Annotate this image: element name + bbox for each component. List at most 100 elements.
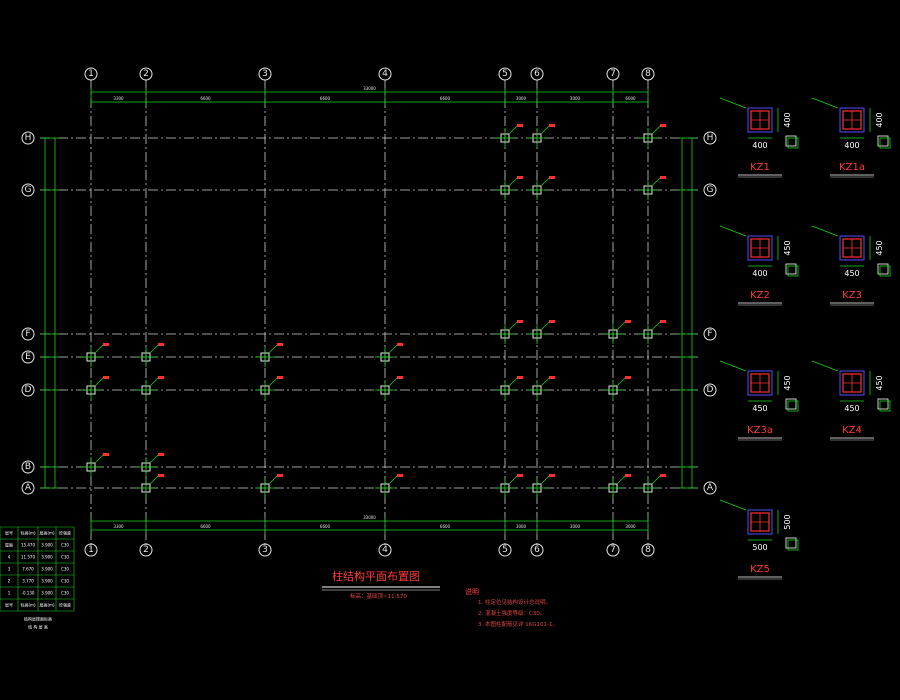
column-20 (603, 376, 631, 400)
axis-bubble-5-bottom: 5 (498, 543, 512, 557)
axis-bubble-H-left: H (21, 131, 35, 145)
axis-label: 6 (534, 69, 540, 79)
dim-span: 3000 (570, 96, 581, 101)
column-tag (549, 124, 555, 127)
table-cell: C30 (61, 567, 69, 572)
axis-label: A (25, 483, 32, 493)
detail-width: 450 (844, 404, 859, 413)
axis-label: 8 (645, 545, 651, 555)
column-8 (603, 320, 631, 344)
axis-label: D (707, 385, 714, 395)
column-15 (136, 376, 164, 400)
note-3: 3. 本图柱配筋见详 16G101-1。 (478, 620, 558, 628)
table-cell: 3.900 (41, 567, 53, 572)
dim-span: 6600 (320, 524, 331, 529)
column-tag (660, 124, 666, 127)
axis-label: 1 (88, 545, 94, 555)
column-tag (277, 343, 283, 346)
table-cell: 层高(m) (39, 530, 54, 536)
axis-bubble-B-left: B (21, 460, 35, 474)
column-tag (549, 474, 555, 477)
column-27 (527, 474, 555, 498)
axis-label: 4 (382, 69, 388, 79)
column-17 (375, 376, 403, 400)
axis-label: G (707, 185, 714, 195)
table-caption: 结构层楼面标高 (24, 616, 52, 622)
table-cell: 3.900 (41, 591, 53, 596)
axis-label: E (25, 352, 31, 362)
detail-height: 400 (783, 112, 792, 127)
axis-bubble-6-top: 6 (530, 67, 544, 81)
column-tag (103, 376, 109, 379)
column-tag (158, 343, 164, 346)
table-cell: 砼强度 (59, 602, 71, 608)
column-19 (527, 376, 555, 400)
column-24 (255, 474, 283, 498)
axis-label: 3 (262, 545, 268, 555)
axis-label: 5 (502, 69, 508, 79)
table-cell: 3.900 (41, 555, 53, 560)
column-13 (375, 343, 403, 367)
column-tag (517, 474, 523, 477)
axis-bubble-G-left: G (21, 183, 35, 197)
axis-label: D (25, 385, 32, 395)
axis-bubble-D-right: D (703, 383, 717, 397)
column-14 (81, 376, 109, 400)
detail-height: 450 (783, 240, 792, 255)
drawing-subtitle: 标高：基础顶~11.570 (350, 592, 407, 600)
column-23 (136, 474, 164, 498)
detail-name: KZ3 (842, 290, 862, 301)
axis-bubble-F-left: F (21, 327, 35, 341)
dim-span: 3000 (570, 524, 581, 529)
table-cell: C30 (61, 591, 69, 596)
axis-bubble-H-right: H (703, 131, 717, 145)
column-18 (495, 376, 523, 400)
detail-name: KZ1a (839, 162, 865, 173)
axis-bubble-6-bottom: 6 (530, 543, 544, 557)
dim-span: 3300 (113, 524, 124, 529)
column-16 (255, 376, 283, 400)
detail-width: 500 (752, 543, 767, 552)
dim-span: 6600 (440, 96, 451, 101)
table-cell: C30 (61, 555, 69, 560)
column-tag (660, 474, 666, 477)
table-cell: 4 (8, 555, 11, 560)
detail-height: 450 (875, 240, 884, 255)
axis-label: A (707, 483, 714, 493)
column-4 (527, 176, 555, 200)
axis-label: G (25, 185, 32, 195)
axis-bubble-A-right: A (703, 481, 717, 495)
column-tag (103, 453, 109, 456)
axis-label: 3 (262, 69, 268, 79)
detail-name: KZ3a (747, 425, 773, 436)
axis-label: 2 (143, 69, 149, 79)
dim-span: 6600 (320, 96, 331, 101)
column-tag (277, 474, 283, 477)
column-tag (277, 376, 283, 379)
grid-lines (40, 80, 700, 545)
column-tag (517, 320, 523, 323)
column-tag (397, 474, 403, 477)
table-cell: 砼强度 (59, 530, 71, 536)
column-28 (603, 474, 631, 498)
axis-label: 4 (382, 545, 388, 555)
table-cell: 7.670 (22, 567, 34, 572)
axis-bubble-7-top: 7 (606, 67, 620, 81)
axis-label: 7 (610, 69, 616, 79)
axis-label: 1 (88, 69, 94, 79)
axis-label: H (25, 133, 32, 143)
detail-width: 400 (844, 141, 859, 150)
column-tag (397, 343, 403, 346)
detail-height: 450 (875, 375, 884, 390)
dim-span: 3000 (516, 96, 527, 101)
column-details: 400400KZ1400400KZ1a450400KZ2450450KZ3450… (719, 97, 891, 580)
axis-bubble-5-top: 5 (498, 67, 512, 81)
column-tag (158, 376, 164, 379)
axis-bubble-8-top: 8 (641, 67, 655, 81)
axis-bubble-1-top: 1 (84, 67, 98, 81)
